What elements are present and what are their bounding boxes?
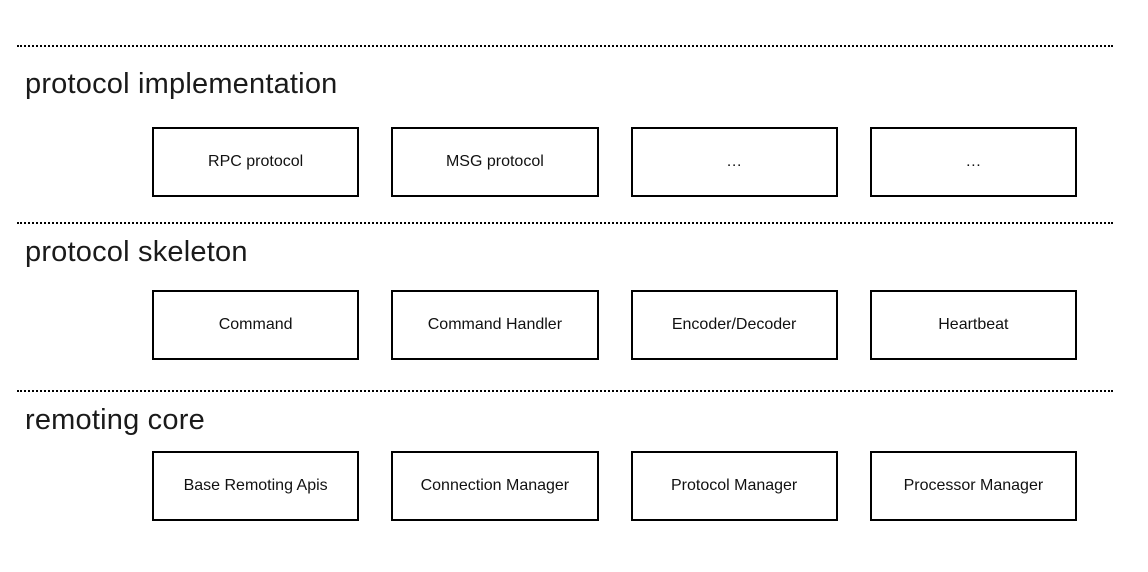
box-msg-protocol: MSG protocol [391, 127, 599, 197]
box-protocol-manager: Protocol Manager [630, 451, 838, 521]
box-ellipsis-1: … [630, 127, 838, 197]
layer-row-protocol-implementation: RPC protocol MSG protocol … … [152, 127, 1077, 197]
box-base-remoting-apis: Base Remoting Apis [152, 451, 360, 521]
layer-title-remoting-core: remoting core [25, 404, 205, 436]
layer-divider-bottom [17, 390, 1113, 392]
layer-title-protocol-implementation: protocol implementation [25, 68, 338, 100]
box-ellipsis-2: … [869, 127, 1077, 197]
layer-row-protocol-skeleton: Command Command Handler Encoder/Decoder … [152, 290, 1077, 360]
box-command-handler: Command Handler [391, 290, 599, 360]
layer-divider-middle [17, 222, 1113, 224]
box-heartbeat: Heartbeat [869, 290, 1077, 360]
box-connection-manager: Connection Manager [391, 451, 599, 521]
box-command: Command [152, 290, 360, 360]
layer-divider-top [17, 45, 1113, 47]
box-processor-manager: Processor Manager [869, 451, 1077, 521]
box-rpc-protocol: RPC protocol [152, 127, 360, 197]
layer-row-remoting-core: Base Remoting Apis Connection Manager Pr… [152, 451, 1077, 521]
layer-title-protocol-skeleton: protocol skeleton [25, 236, 248, 268]
box-encoder-decoder: Encoder/Decoder [630, 290, 838, 360]
